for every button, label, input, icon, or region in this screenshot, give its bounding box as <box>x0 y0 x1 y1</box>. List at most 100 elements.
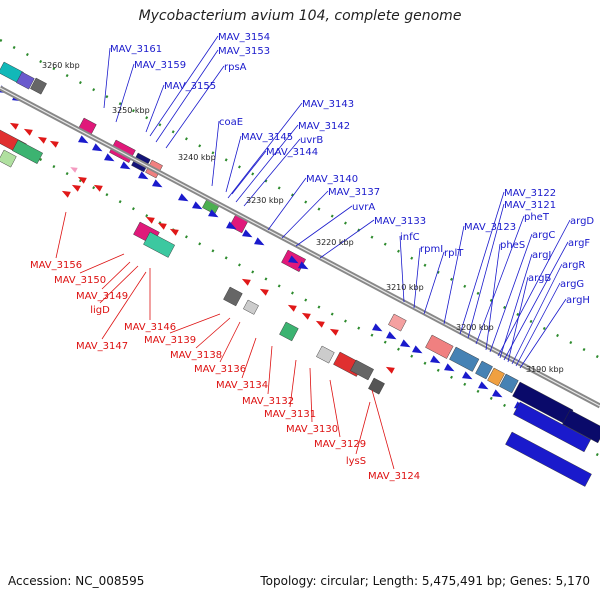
forward-leader-25 <box>489 233 533 353</box>
kbp-label-7: 3200 kbp <box>456 323 494 332</box>
forward-leader-16 <box>319 219 375 259</box>
forward-leader-1 <box>149 35 219 137</box>
kbp-label-2: 3250 kbp <box>112 106 150 115</box>
kbp-label-4: 3230 kbp <box>246 196 284 205</box>
forward-leader-19 <box>423 251 445 315</box>
forward-gene-block-15 <box>487 367 505 387</box>
reverse-arrow-7 <box>145 216 155 224</box>
forward-leader-15 <box>295 205 353 247</box>
forward-gene-label-pheS: pheS <box>500 240 525 251</box>
forward-gene-label-MAV_3144: MAV_3144 <box>266 147 318 158</box>
reverse-gene-block-11 <box>350 359 374 381</box>
kbp-label-8: 3190 kbp <box>526 365 564 374</box>
reverse-arrow-18 <box>71 184 81 192</box>
reverse-leader-12 <box>289 359 297 408</box>
reverse-arrow-11 <box>259 288 269 296</box>
map-title: Mycobacterium avium 104, complete genome <box>138 8 462 24</box>
forward-leader-18 <box>413 247 421 309</box>
reverse-arrow-3 <box>37 136 47 144</box>
forward-leader-27 <box>499 253 533 359</box>
reverse-leader-8 <box>195 317 231 349</box>
reverse-arrow-2 <box>23 128 33 136</box>
reverse-leader-15 <box>355 401 371 455</box>
forward-leader-20 <box>443 225 465 325</box>
forward-arrow-21 <box>430 355 441 364</box>
reverse-arrow-13 <box>301 312 311 320</box>
forward-leader-11 <box>243 138 301 207</box>
kbp-label-1: 3260 kbp <box>42 61 80 70</box>
forward-arrow-19 <box>400 339 411 348</box>
forward-gene-label-argH: argH <box>566 295 590 306</box>
forward-leader-24 <box>485 243 501 351</box>
forward-arrow-13 <box>242 229 253 238</box>
forward-arrow-8 <box>152 179 163 188</box>
forward-leader-12 <box>231 150 267 195</box>
forward-leader-17 <box>399 235 405 303</box>
forward-leader-29 <box>507 276 529 363</box>
forward-arrow-10 <box>192 201 203 210</box>
forward-gene-label-MAV_3137: MAV_3137 <box>328 187 380 198</box>
forward-gene-label-uvrA: uvrA <box>352 202 375 213</box>
forward-gene-block-2 <box>16 71 35 90</box>
reverse-leader-4 <box>99 265 139 304</box>
forward-leader-10 <box>225 135 242 193</box>
forward-arrow-18 <box>386 331 397 340</box>
forward-gene-label-infC: infC <box>400 232 420 243</box>
forward-leader-23 <box>475 215 525 345</box>
reverse-gene-label-lysS: lysS <box>346 456 366 467</box>
reverse-gene-label-MAV_3130: MAV_3130 <box>286 424 338 435</box>
forward-gene-label-uvrB: uvrB <box>300 135 323 146</box>
forward-gene-label-MAV_3142: MAV_3142 <box>298 121 350 132</box>
forward-leader-26 <box>497 219 571 357</box>
forward-leader-6 <box>145 84 165 133</box>
forward-gene-label-argD: argD <box>570 216 594 227</box>
forward-leader-13 <box>267 177 307 231</box>
reverse-gene-label-MAV_3156: MAV_3156 <box>30 260 82 271</box>
forward-arrow-16 <box>298 261 309 270</box>
reverse-gene-label-MAV_3136: MAV_3136 <box>194 364 246 375</box>
forward-leader-7 <box>211 120 220 187</box>
reverse-gene-label-MAV_3147: MAV_3147 <box>76 341 128 352</box>
forward-arrow-5 <box>104 153 115 162</box>
forward-gene-label-MAV_3140: MAV_3140 <box>306 174 358 185</box>
reverse-gene-block-6 <box>223 286 243 307</box>
forward-gene-block-long <box>513 401 591 453</box>
forward-arrow-23 <box>462 371 473 380</box>
reverse-leader-11 <box>267 345 273 395</box>
forward-gene-block-18 <box>562 409 600 444</box>
forward-leader-14 <box>281 190 329 239</box>
forward-arrow-12 <box>226 221 237 230</box>
kbp-label-6: 3210 kbp <box>386 283 424 292</box>
reverse-leader-2 <box>79 253 125 274</box>
reverse-gene-label-MAV_3131: MAV_3131 <box>264 409 316 420</box>
forward-arrow-3 <box>78 135 89 144</box>
forward-leader-4 <box>115 63 135 123</box>
forward-arrow-17 <box>372 323 383 332</box>
forward-gene-label-MAV_3121: MAV_3121 <box>504 200 556 211</box>
forward-gene-label-argC: argC <box>532 230 555 241</box>
reverse-leader-1 <box>55 211 67 259</box>
forward-gene-label-MAV_3145: MAV_3145 <box>241 132 293 143</box>
forward-leader-5 <box>165 65 225 149</box>
forward-leader-31 <box>515 282 561 367</box>
forward-arrow-22 <box>444 363 455 372</box>
reverse-arrow-12 <box>287 304 297 312</box>
forward-leader-9 <box>235 124 299 203</box>
reverse-gene-label-MAV_3150: MAV_3150 <box>54 275 106 286</box>
forward-gene-label-argG: argG <box>560 279 584 290</box>
forward-gene-label-MAV_3123: MAV_3123 <box>464 222 516 233</box>
reverse-leader-16 <box>371 389 395 470</box>
reverse-gene-label-MAV_3146: MAV_3146 <box>124 322 176 333</box>
forward-arrow-7 <box>138 171 149 180</box>
forward-gene-label-MAV_3133: MAV_3133 <box>374 216 426 227</box>
reverse-leader-10 <box>241 337 257 379</box>
forward-gene-label-rpsA: rpsA <box>224 62 247 73</box>
forward-arrow-15 <box>288 255 299 264</box>
forward-gene-label-argR: argR <box>562 260 585 271</box>
forward-gene-block-11 <box>388 313 407 332</box>
forward-gene-label-MAV_3153: MAV_3153 <box>218 46 270 57</box>
reverse-leader-13 <box>309 367 313 423</box>
reverse-arrow-1 <box>9 122 19 130</box>
forward-gene-block-16 <box>499 373 519 394</box>
